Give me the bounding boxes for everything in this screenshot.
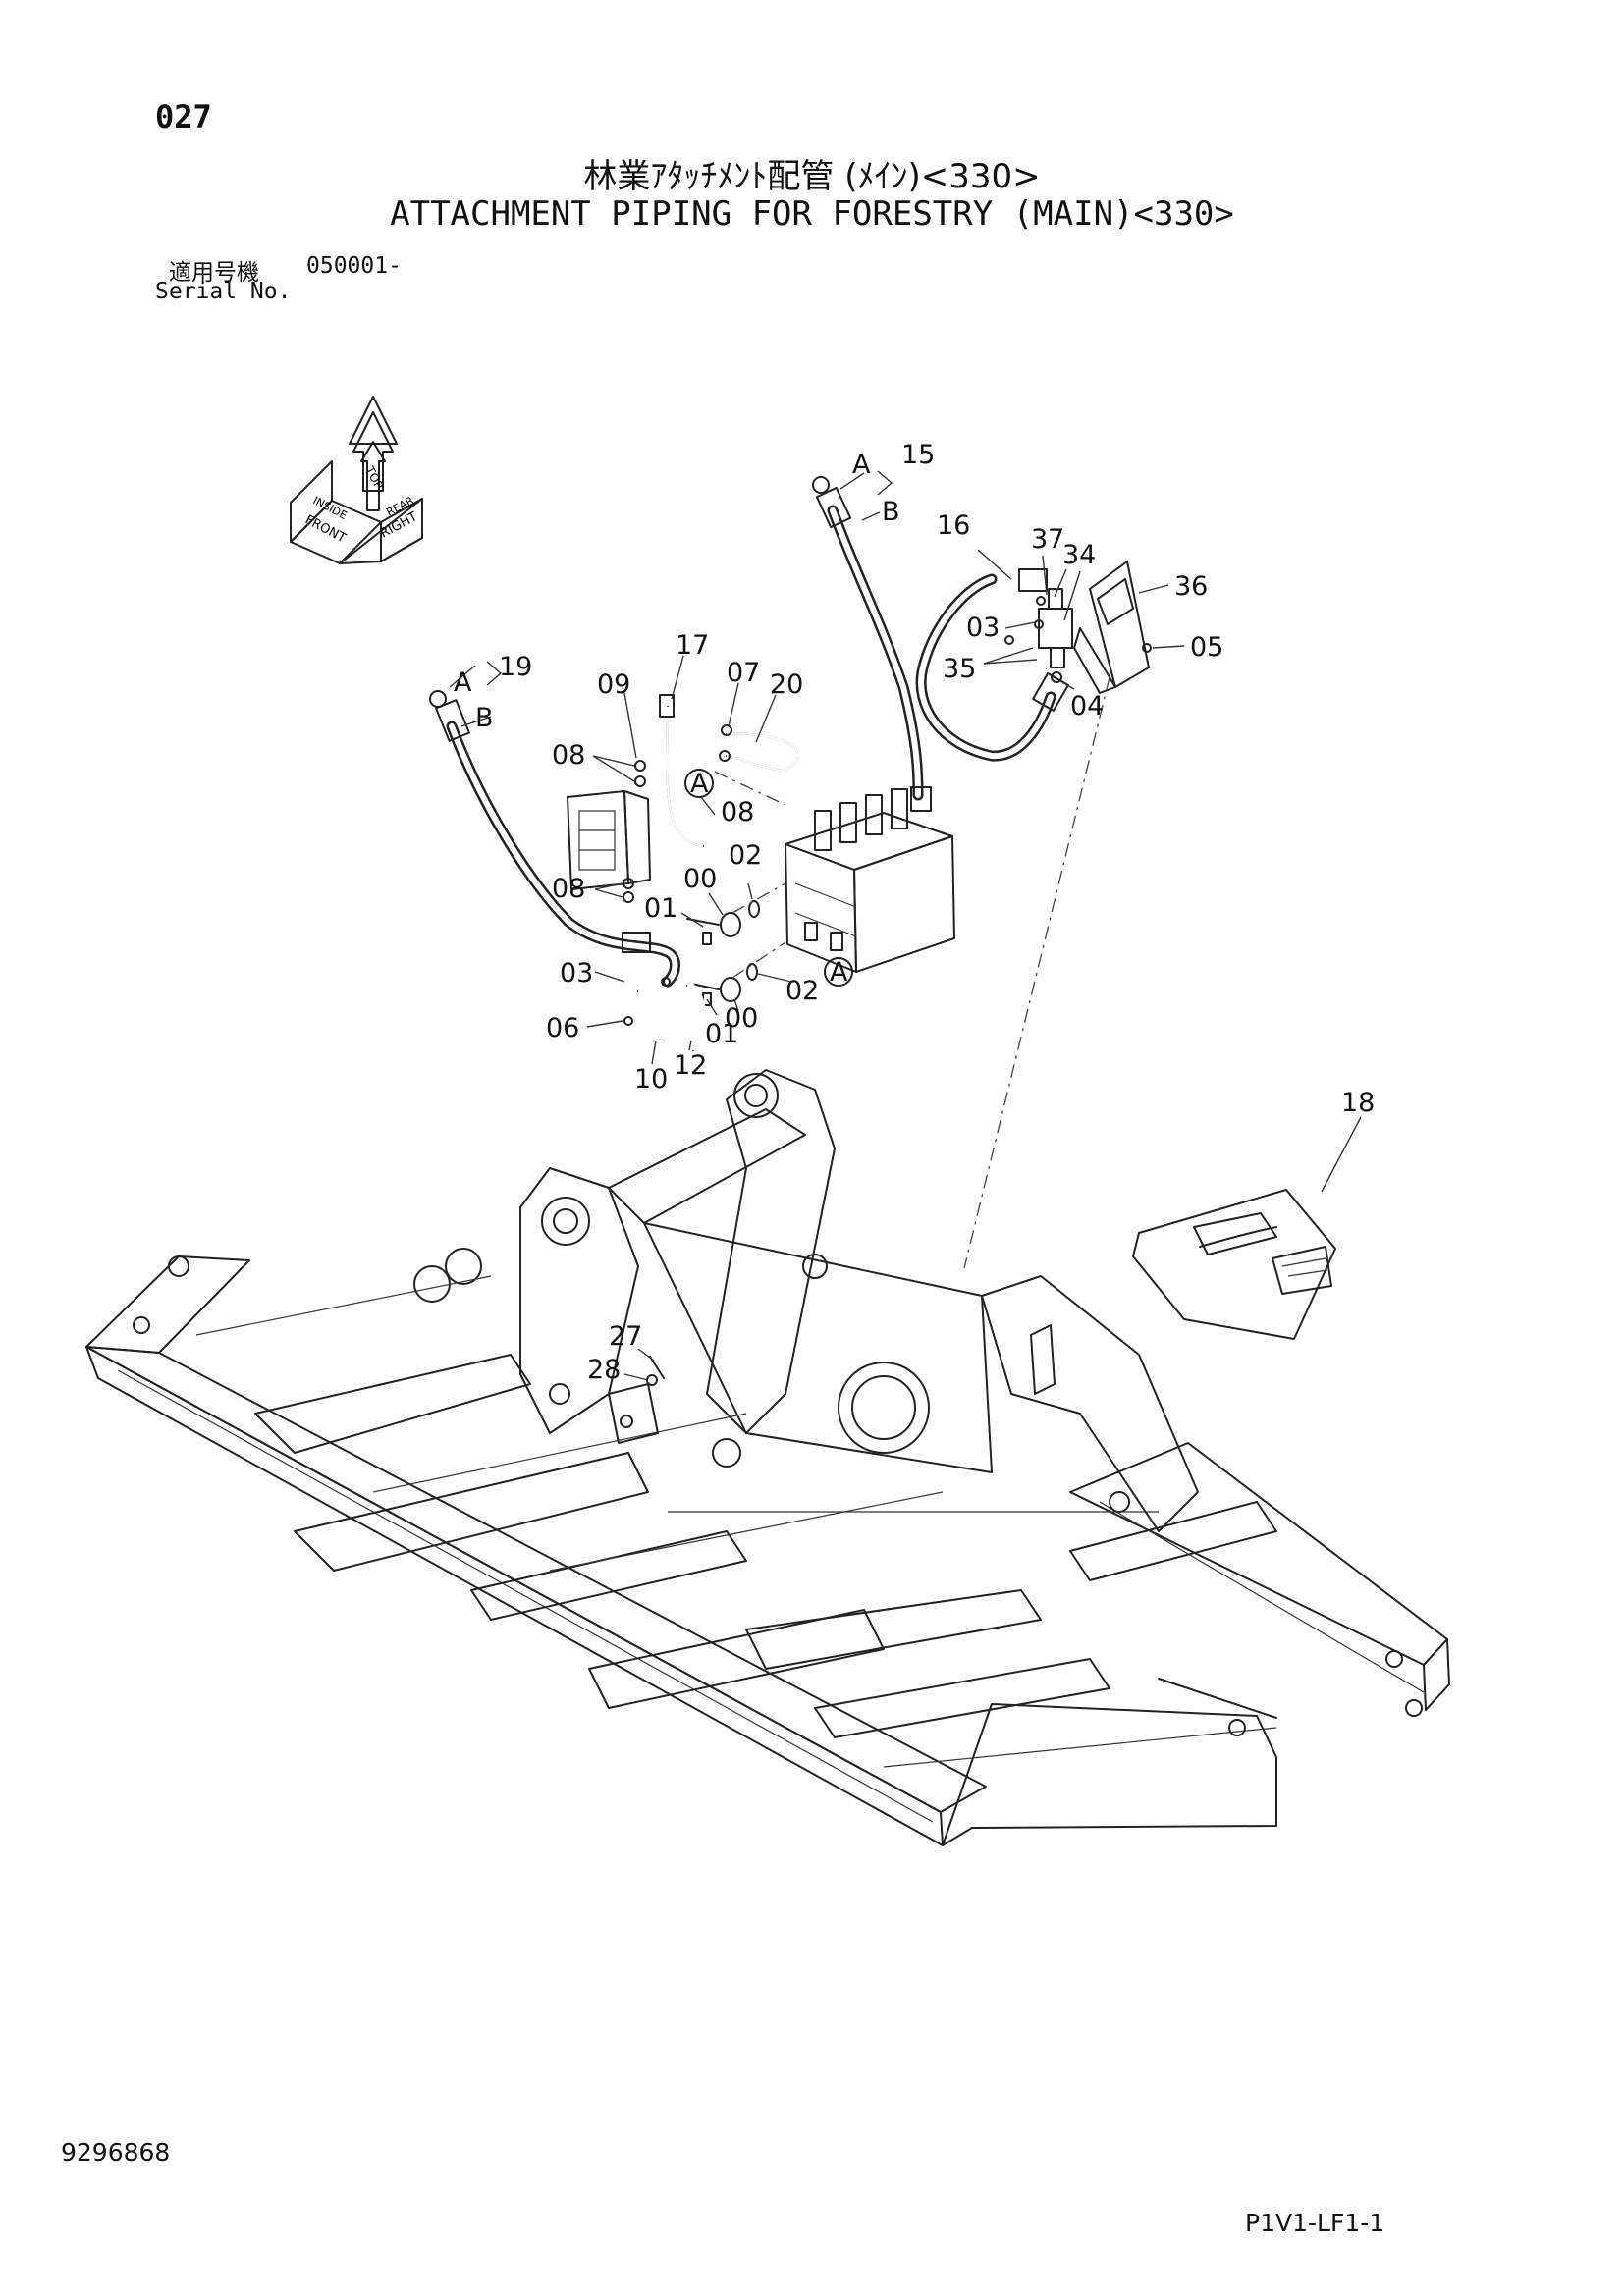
label-08-upper: 08 <box>552 740 585 771</box>
orientation-symbol: FRONT INSIDE RIGHT REAR TOP <box>290 396 423 564</box>
tube-17 <box>659 694 704 847</box>
page-number: 027 <box>155 98 212 135</box>
fitting-block-34 <box>1004 588 1073 683</box>
serial-value: 050001- <box>306 253 402 279</box>
document-number: 9296868 <box>61 2138 171 2166</box>
label-19-b: B <box>475 703 494 733</box>
label-15: 15 <box>901 440 935 470</box>
label-03-lower: 03 <box>560 958 593 988</box>
reference-a-lower: A <box>830 957 848 988</box>
label-15-b: B <box>882 497 900 527</box>
title-japanese: 林業ｱﾀｯﾁﾒﾝﾄ配管 (ﾒｲﾝ)<330> <box>583 157 1041 196</box>
label-28: 28 <box>587 1355 621 1385</box>
serial-label-english: Serial No. <box>155 279 292 304</box>
label-05: 05 <box>1190 632 1223 663</box>
bracket-36 <box>1073 561 1152 694</box>
label-36: 36 <box>1174 571 1208 602</box>
tube-20 <box>719 724 799 772</box>
label-19: 19 <box>499 652 532 682</box>
label-15-a: A <box>852 450 871 480</box>
label-37: 37 <box>1031 524 1064 555</box>
label-03-upper: 03 <box>966 613 1000 643</box>
label-16: 16 <box>937 510 970 541</box>
label-12: 12 <box>674 1050 707 1081</box>
label-08-middle: 08 <box>721 797 754 828</box>
hose-19 <box>429 690 680 988</box>
reference-a-upper: A <box>690 769 709 799</box>
label-20: 20 <box>770 669 803 700</box>
label-02-upper: 02 <box>729 840 762 871</box>
label-27: 27 <box>609 1321 642 1352</box>
label-02-lower: 02 <box>785 976 819 1006</box>
label-08-lower: 08 <box>552 874 585 904</box>
cover-18 <box>1132 1189 1336 1340</box>
leader-lines <box>449 470 1362 1381</box>
control-valve <box>785 788 955 973</box>
label-01-lower: 01 <box>705 1019 738 1049</box>
serial-label-japanese: 適用号機 <box>169 260 259 286</box>
part-labels: 15 A B 16 37 34 36 03 35 05 04 19 A B 17… <box>454 440 1375 1385</box>
orientation-right-label: RIGHT <box>378 509 420 541</box>
elbows-10-12 <box>623 977 706 1052</box>
label-17: 17 <box>676 630 709 661</box>
label-19-a: A <box>454 667 472 698</box>
hose-15 <box>812 476 932 812</box>
selector-valve <box>567 760 651 903</box>
label-00-lower: 00 <box>725 1003 758 1034</box>
hose-16 <box>915 568 1069 762</box>
label-35: 35 <box>943 654 976 684</box>
label-34: 34 <box>1062 540 1096 570</box>
title-english: ATTACHMENT PIPING FOR FORESTRY (MAIN)<33… <box>390 194 1234 234</box>
label-07: 07 <box>727 658 760 688</box>
label-18: 18 <box>1341 1088 1375 1118</box>
label-06: 06 <box>546 1013 579 1043</box>
label-00-upper: 00 <box>683 864 717 894</box>
bolt-27-washer-28 <box>646 1356 665 1386</box>
label-04: 04 <box>1070 691 1104 721</box>
main-frame <box>85 1069 1450 1846</box>
label-09: 09 <box>597 669 630 700</box>
reference-markers <box>684 769 853 987</box>
label-01-upper: 01 <box>644 893 677 924</box>
sheet-code: P1V1-LF1-1 <box>1245 2209 1385 2237</box>
label-10: 10 <box>634 1064 668 1095</box>
